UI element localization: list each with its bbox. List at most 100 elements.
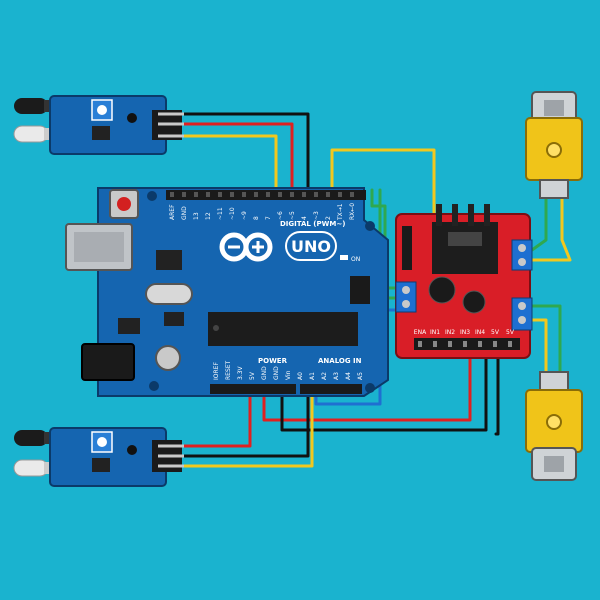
- gear-motor-icon: [546, 142, 562, 158]
- header-pin: [206, 192, 210, 197]
- power-label: POWER: [258, 357, 288, 365]
- analog-label: ANALOG IN: [318, 357, 362, 365]
- header-pin: [314, 192, 318, 197]
- wire-driver-red: [262, 344, 472, 422]
- top-pin-label: TX→1: [337, 203, 344, 221]
- top-pin-label: 2: [325, 216, 332, 220]
- gear-motor-top: [525, 91, 583, 199]
- on-label: ON: [351, 256, 360, 263]
- driver-pin-label: IN4: [475, 329, 485, 336]
- terminal-motor-b: [511, 297, 533, 331]
- wire-motor-bottom-green: [530, 304, 562, 374]
- bottom-pin-label: GND: [261, 366, 268, 380]
- arduino-logo-icon: [219, 232, 273, 262]
- driver-pin-label: IN1: [430, 329, 440, 336]
- bottom-pin-label: A1: [309, 372, 316, 380]
- wire-motor-top-yellow: [530, 194, 572, 262]
- header-pin: [266, 192, 270, 197]
- top-pin-label: 8: [253, 216, 260, 220]
- driver-pin-label: ENA: [414, 329, 427, 336]
- wire-bottom-sensor-yellow: [180, 388, 314, 468]
- wire-top-sensor-vcc: [180, 112, 310, 192]
- header-pin: [242, 192, 246, 197]
- bottom-pin-label: A0: [297, 372, 304, 380]
- top-pin-label: 7: [265, 216, 272, 220]
- bottom-pin-label: A2: [321, 372, 328, 380]
- icsp-header: [350, 276, 370, 304]
- header-pin: [170, 192, 174, 197]
- top-pin-label: 4: [301, 216, 308, 220]
- wire-driver-black-2: [494, 344, 500, 436]
- power-header: [210, 384, 296, 394]
- gear-motor-icon: [546, 414, 562, 430]
- wires: [180, 112, 572, 468]
- driver-header-pin: [463, 341, 467, 347]
- dc-jack: [81, 343, 135, 381]
- gear-motor-bottom: [525, 371, 583, 481]
- ir-sensor-bottom: [13, 427, 184, 487]
- bottom-pin-label: 5V: [249, 371, 256, 380]
- header-pin: [338, 192, 342, 197]
- top-pin-label: AREF: [169, 204, 176, 220]
- top-pin-label: 13: [193, 212, 200, 220]
- ir-led-icon: [13, 430, 52, 477]
- bottom-pin-labels: IOREF RESET 3.3V 5V GND GND Vin A0 A1 A2 A3 A4 A5: [213, 360, 364, 380]
- header-pin: [254, 192, 258, 197]
- arduino-brand: UNO: [291, 237, 331, 256]
- driver-pin-label: 5V: [491, 329, 500, 336]
- usb-chip: [156, 250, 182, 270]
- wire-bottom-sensor-black: [180, 388, 310, 458]
- ir-sensor-top: [13, 95, 184, 155]
- bottom-pin-label: A4: [345, 372, 352, 380]
- header-pin: [218, 192, 222, 197]
- wire-top-sensor-gnd: [180, 122, 294, 192]
- wire-arduino-to-driver-yellow: [330, 148, 436, 220]
- analog-header: [300, 384, 362, 394]
- header-pin: [182, 192, 186, 197]
- top-pin-label: ~3: [313, 211, 320, 220]
- bottom-pin-label: 3.3V: [237, 365, 244, 380]
- header-pin: [350, 192, 354, 197]
- driver-pin-label: IN2: [445, 329, 455, 336]
- ir-led-icon: [13, 98, 52, 143]
- top-pin-label: 12: [205, 212, 212, 220]
- driver-header-pin: [508, 341, 512, 347]
- arduino-uno-board: UNO ON AREF GND 13 12 ~11 ~10 ~9 8 7 ~6 ~5 4 ~3 2 TX→1…: [65, 187, 389, 397]
- wire-driver-black: [280, 344, 488, 432]
- bottom-pin-label: RESET: [225, 360, 232, 380]
- top-pin-label: ~6: [277, 211, 284, 220]
- header-pin: [194, 192, 198, 197]
- driver-header-pin: [493, 341, 497, 347]
- top-pin-labels: AREF GND 13 12 ~11 ~10 ~9 8 7 ~6 ~5 4 ~3 2 TX→1 RX←0: [169, 192, 356, 221]
- bottom-pin-label: IOREF: [213, 362, 220, 380]
- header-pin: [290, 192, 294, 197]
- driver-header-pin: [418, 341, 422, 347]
- header-pin: [326, 192, 330, 197]
- bottom-pin-label: Vin: [285, 370, 292, 380]
- top-pin-label: ~5: [289, 211, 296, 220]
- top-pin-label: ~10: [229, 207, 236, 220]
- driver-pin-label: IN3: [460, 329, 470, 336]
- header-pin: [302, 192, 306, 197]
- top-pin-label: ~11: [217, 207, 224, 220]
- driver-header-pin: [448, 341, 452, 347]
- top-pin-label: RX←0: [349, 203, 356, 220]
- header-pin: [230, 192, 234, 197]
- top-pin-label: GND: [181, 206, 188, 220]
- top-pin-label: ~9: [241, 211, 248, 220]
- driver-pin-label: 5V: [506, 329, 515, 336]
- driver-header-pin: [433, 341, 437, 347]
- driver-header-pin: [478, 341, 482, 347]
- bottom-pin-label: A5: [357, 372, 364, 380]
- heatsink: [432, 222, 498, 274]
- header-pin: [278, 192, 282, 197]
- bottom-pin-label: GND: [273, 366, 280, 380]
- terminal-power: [395, 281, 417, 313]
- terminal-motor-a: [511, 239, 533, 271]
- wire-motor-bottom-yellow: [530, 318, 548, 374]
- bottom-pin-label: A3: [333, 372, 340, 380]
- wire-top-sensor-out: [180, 134, 278, 192]
